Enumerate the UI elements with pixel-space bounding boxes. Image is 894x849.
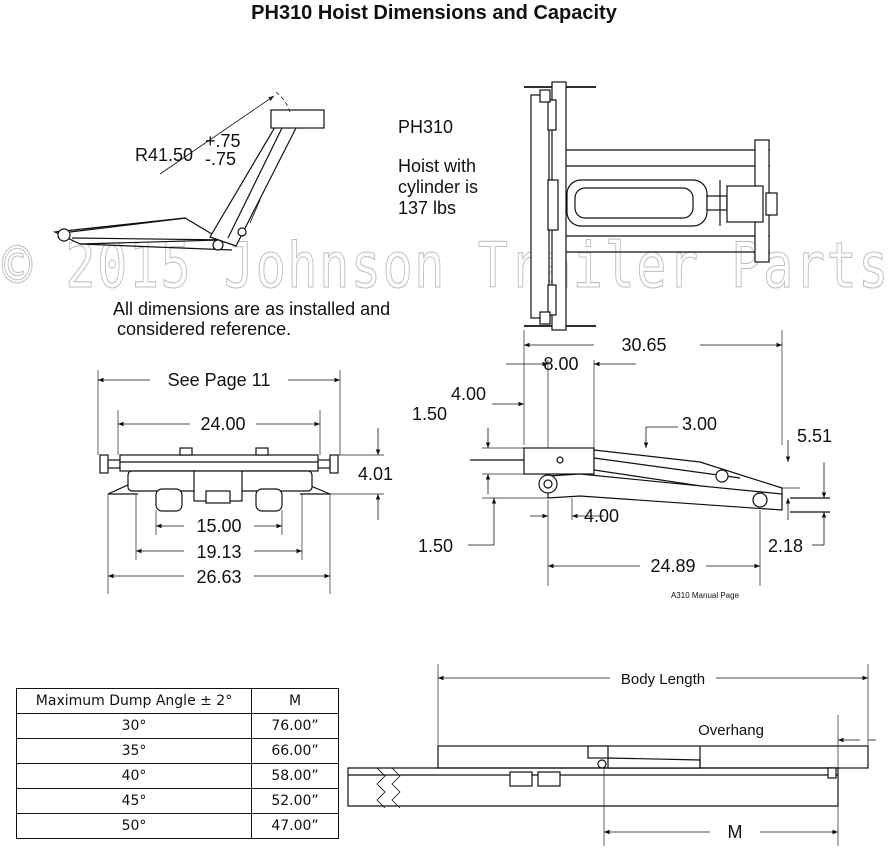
- page-title: PH310 Hoist Dimensions and Capacity: [251, 2, 618, 24]
- angle-cell: 45°: [16, 788, 252, 814]
- dim-5-51: 5.51: [797, 426, 832, 446]
- dim-1-50-top: 1.50: [412, 404, 447, 424]
- dump-angle-table: Maximum Dump Angle ± 2° M 30° 76.00” 35°…: [16, 688, 339, 839]
- dim-4-00-top: 4.00: [451, 384, 486, 404]
- radius-tol-plus: +.75: [205, 131, 241, 151]
- angle-cell: 30°: [16, 713, 252, 739]
- dim-24-00: 24.00: [200, 414, 245, 434]
- table-row: 35° 66.00”: [16, 738, 339, 764]
- m-cell: 47.00”: [251, 813, 339, 839]
- dim-see-page-11: See Page 11: [168, 370, 271, 390]
- dim-24-89: 24.89: [650, 556, 695, 576]
- dim-26-63: 26.63: [196, 567, 241, 587]
- body-dimensions: Body Length Overhang M: [437, 664, 876, 846]
- table-row: 45° 52.00”: [16, 788, 339, 814]
- overhang-label: Overhang: [698, 722, 764, 739]
- dim-1-50-bottom: 1.50: [418, 536, 453, 556]
- weight-note-line3: 137 lbs: [398, 198, 456, 218]
- hoist-raised-drawing: [52, 109, 325, 251]
- table-header-row: Maximum Dump Angle ± 2° M: [16, 688, 339, 714]
- dim-15-00: 15.00: [196, 516, 241, 536]
- radius-value: R41.50: [135, 145, 193, 165]
- table-row: 50° 47.00”: [16, 813, 339, 839]
- m-cell: 76.00”: [251, 713, 339, 739]
- angle-cell: 35°: [16, 738, 252, 764]
- dim-2-18: 2.18: [768, 536, 803, 556]
- dim-4-00-bottom: 4.00: [584, 506, 619, 526]
- m-label: M: [728, 822, 743, 842]
- body-frame-drawing: [347, 745, 869, 809]
- radius-dimension: R41.50 +.75 -.75: [135, 91, 291, 175]
- angle-cell: 50°: [16, 813, 252, 839]
- angle-cell: 40°: [16, 763, 252, 789]
- front-dimensions: See Page 11 24.00 4.01 15.00 19.13 26.63: [97, 370, 393, 594]
- dim-8-00: 8.00: [543, 354, 578, 374]
- dim-19-13: 19.13: [196, 542, 241, 562]
- table-row: 30° 76.00”: [16, 713, 339, 739]
- hoist-side-view: [470, 447, 830, 513]
- m-cell: 58.00”: [251, 763, 339, 789]
- hoist-front-view: [99, 447, 339, 512]
- dim-3-00: 3.00: [682, 414, 717, 434]
- radius-tol-minus: -.75: [205, 149, 236, 169]
- body-length-label: Body Length: [621, 671, 705, 688]
- m-cell: 52.00”: [251, 788, 339, 814]
- weight-note-line1: Hoist with: [398, 156, 476, 176]
- hoist-plan-view: [524, 81, 778, 331]
- side-dimensions: 8.00 4.00 1.50 3.00 5.51 4.00 1.50 2.18 …: [412, 354, 832, 586]
- reference-note-line2: considered reference.: [117, 319, 291, 339]
- header-m: M: [251, 688, 339, 714]
- weight-note-line2: cylinder is: [398, 177, 478, 197]
- reference-note-line1: All dimensions are as installed and: [113, 299, 390, 319]
- page-reference: A310 Manual Page: [671, 591, 740, 600]
- dim-4-01: 4.01: [358, 464, 393, 484]
- plan-dimension-3065: 30.65: [523, 330, 783, 445]
- m-cell: 66.00”: [251, 738, 339, 764]
- model-label: PH310: [398, 117, 453, 137]
- header-dump-angle: Maximum Dump Angle ± 2°: [16, 688, 252, 714]
- dim-30-65: 30.65: [621, 335, 666, 355]
- table-row: 40° 58.00”: [16, 763, 339, 789]
